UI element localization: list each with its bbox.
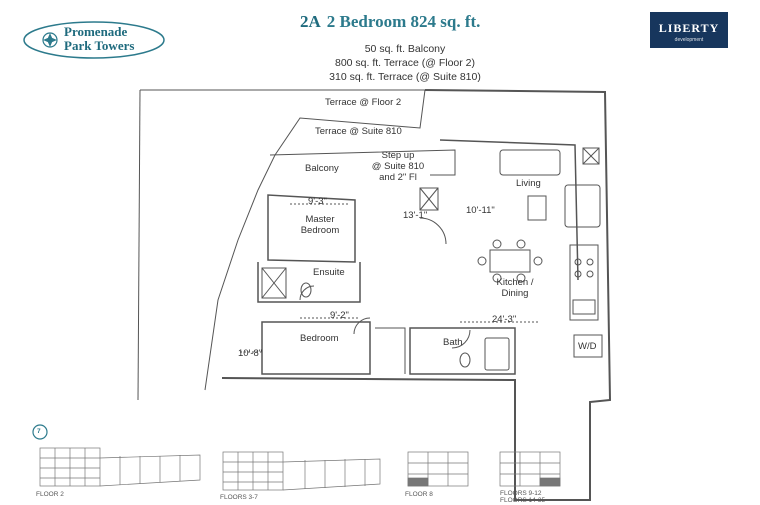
bedroom-closet	[375, 327, 406, 374]
door-swing	[419, 217, 447, 245]
label-floor8: FLOOR 8	[405, 491, 433, 498]
label-terrace-suite810: Terrace @ Suite 810	[315, 126, 402, 137]
keyplan-badge	[32, 424, 48, 440]
unit-code: 2A	[300, 12, 321, 31]
washer-dryer	[573, 334, 603, 358]
dim-master-depth: 13'-1"	[403, 210, 428, 221]
area-list: 50 sq. ft. Balcony 800 sq. ft. Terrace (…	[270, 42, 540, 84]
master-bedroom-walls	[267, 194, 356, 263]
dim-bedroom-depth: 10'-8"	[238, 348, 263, 359]
promenade-logo: Promenade Park Towers	[22, 20, 165, 60]
label-wd: W/D	[578, 341, 597, 352]
logo-line2: Park Towers	[64, 38, 135, 53]
keyplan-badge-number: 7	[37, 428, 41, 435]
label-bath: Bath	[443, 337, 463, 348]
door-swing	[353, 317, 371, 335]
area-terrace-suite810: 310 sq. ft. Terrace (@ Suite 810)	[329, 71, 481, 83]
keyplan-floor8	[407, 451, 469, 487]
keyplan-floors3-7	[222, 451, 381, 491]
label-step-up: Step up @ Suite 810 and 2" Fl	[368, 150, 428, 183]
kitchen-line2: Dining	[501, 288, 529, 299]
unit-outer-wall	[221, 89, 612, 501]
logo-text: Promenade Park Towers	[64, 25, 164, 53]
master-line2: Bedroom	[300, 225, 340, 236]
dim-bedroom-width: 9'-2"	[330, 310, 349, 321]
label-floors14-35: FLOORS 14-35	[500, 497, 546, 504]
step-up-line3: and 2" Fl	[379, 172, 417, 183]
logo-line1: Promenade	[64, 24, 128, 39]
kitchen-line1: Kitchen /	[496, 277, 534, 288]
brand-tagline: development	[674, 37, 704, 43]
keyplan-floor2	[39, 447, 201, 487]
label-bedroom: Bedroom	[300, 333, 339, 344]
unit-description: 2 Bedroom 824 sq. ft.	[326, 12, 481, 31]
label-floors3-7: FLOORS 3-7	[220, 494, 258, 501]
door-swing	[299, 285, 315, 301]
bath-walls	[409, 327, 516, 375]
keyplan-floors9-35	[499, 451, 561, 487]
balcony-rail	[269, 149, 456, 176]
living-west-wall	[439, 139, 579, 281]
terrace-edge-right	[137, 89, 141, 401]
brand-name: LIBERTY	[658, 21, 720, 35]
dim-living-width: 10'-11"	[466, 205, 495, 216]
label-terrace-floor2: Terrace @ Floor 2	[325, 97, 402, 108]
bath-toilet	[459, 352, 471, 368]
kitchen-counter	[569, 244, 599, 321]
bedroom-walls	[261, 321, 371, 375]
logo-ellipse-icon	[23, 21, 165, 59]
step-up-line1: Step up	[381, 150, 415, 161]
label-living: Living	[516, 178, 541, 189]
liberty-logo: LIBERTY development	[650, 12, 728, 48]
bathtub	[484, 337, 510, 371]
label-balcony: Balcony	[305, 163, 339, 174]
master-line1: Master	[305, 214, 335, 225]
ensuite-walls	[257, 262, 361, 303]
label-ensuite: Ensuite	[313, 267, 345, 278]
coffee-table	[527, 195, 547, 221]
label-master-bedroom: Master Bedroom	[288, 214, 352, 236]
label-kitchen-dining: Kitchen / Dining	[483, 277, 547, 299]
area-terrace-floor2: 800 sq. ft. Terrace (@ Floor 2)	[334, 57, 476, 69]
door-swing	[451, 329, 471, 349]
armchair	[564, 184, 601, 228]
sofa	[499, 149, 561, 176]
label-floor2: FLOOR 2	[36, 491, 64, 498]
dim-kitchen-depth: 24'-3"	[492, 314, 517, 325]
unit-title: 2A 2 Bedroom 824 sq. ft.	[300, 12, 560, 32]
ensuite-shower	[261, 267, 287, 299]
area-balcony: 50 sq. ft. Balcony	[364, 43, 446, 55]
dining-table	[489, 249, 531, 273]
ensuite-toilet	[300, 282, 312, 298]
dim-master-width: 9'-3"	[308, 196, 327, 207]
label-floors9-12: FLOORS 9-12	[500, 490, 542, 497]
step-up-line2: @ Suite 810	[371, 161, 425, 172]
